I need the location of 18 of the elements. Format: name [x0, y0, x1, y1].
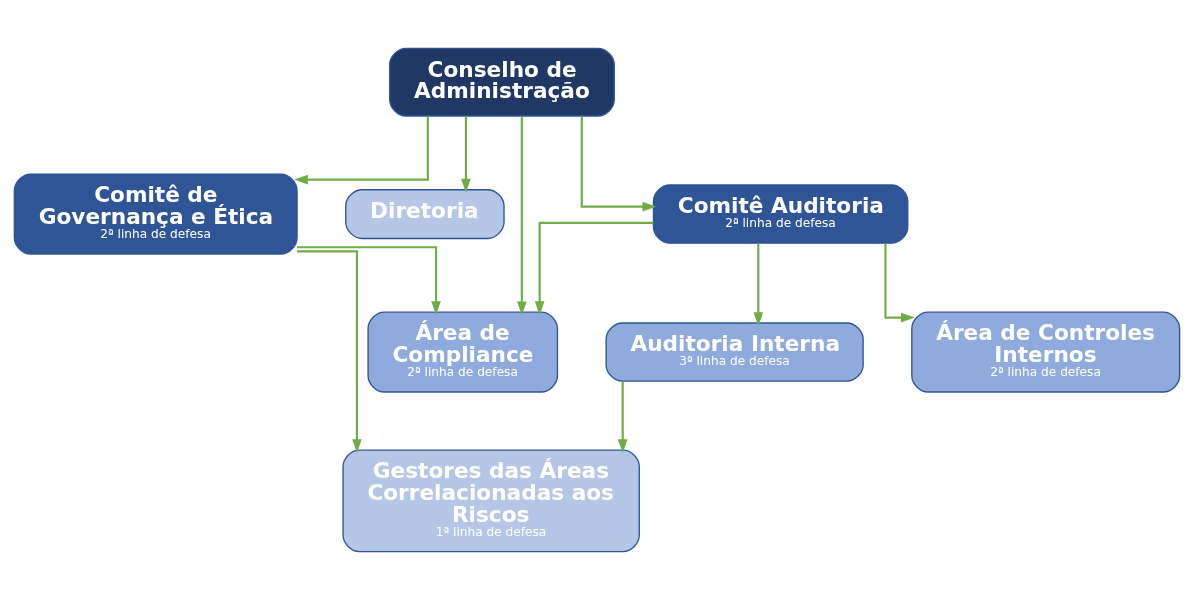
- node-box: Conselho de Administração: [389, 47, 615, 117]
- arrow: [753, 243, 764, 327]
- node-box: Comitê de Governança e Ética 2ª linha de defesa: [13, 173, 298, 255]
- node-box: Gestores das Áreas Correlacionadas aos Riscos 1ª linha de defesa: [342, 449, 640, 553]
- arrow: [580, 116, 657, 212]
- arrow: [294, 116, 429, 185]
- arrow: [617, 381, 628, 454]
- arrow: [534, 221, 654, 316]
- arrow: [461, 116, 471, 193]
- node-box: Auditoria Interna 3ª linha de defesa: [605, 322, 864, 382]
- arrow: [517, 116, 527, 316]
- arrow: [297, 250, 362, 454]
- node-box: Diretoria: [345, 189, 505, 240]
- arrow: [297, 246, 441, 316]
- node-box: Área de Compliance 2ª linha de defesa: [367, 311, 559, 393]
- node-box: Área de Controles Internos 2ª linha de defesa: [911, 311, 1181, 393]
- node-box: Comitê Auditoria 2ª linha de defesa: [652, 184, 909, 244]
- arrow: [884, 243, 915, 323]
